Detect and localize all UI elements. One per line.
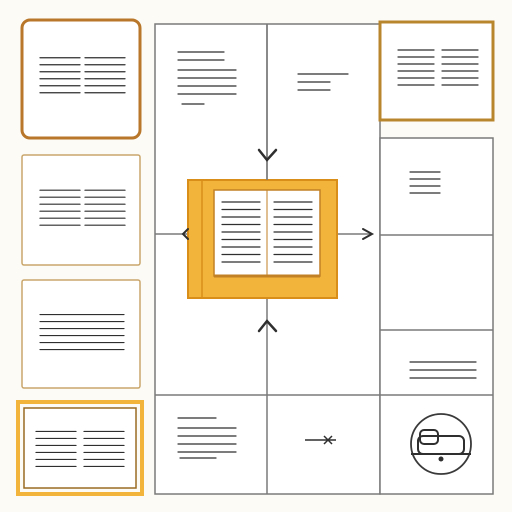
top-right-highlighted-card — [378, 20, 495, 122]
left-thumbnail-column — [16, 18, 144, 496]
bottom-connector-cross — [323, 435, 333, 445]
thumbnail-4-glow — [16, 400, 144, 496]
thumbnail-4-frame — [23, 407, 137, 489]
tray-icon-circle — [410, 413, 472, 475]
thumbnail-1-text-left — [39, 57, 81, 94]
thumbnail-2 — [21, 154, 141, 266]
top-left-text-b — [177, 69, 237, 95]
thumbnail-2-frame — [21, 154, 141, 266]
tray-icon-handle — [419, 429, 439, 445]
bottom-center-connector — [305, 435, 336, 445]
arrow-group — [181, 148, 375, 333]
thumbnail-2-text-left — [39, 189, 81, 226]
tray-icon-group — [410, 413, 472, 475]
middle-right-text — [409, 171, 441, 194]
thumbnail-3-frame — [21, 279, 141, 389]
thumbnail-4 — [16, 400, 144, 496]
thumbnail-1-text-right — [84, 57, 126, 94]
top-left-text-a — [177, 51, 225, 61]
thumbnail-4-text-right — [83, 430, 125, 468]
thumbnail-1-frame — [20, 18, 142, 140]
arrow-up-icon — [257, 319, 278, 333]
bottom-left-text-b — [177, 427, 237, 453]
thumbnail-3 — [21, 279, 141, 389]
center-card-text-left — [221, 201, 261, 263]
center-card-group — [187, 24, 338, 299]
top-center-text-b — [297, 81, 331, 91]
arrow-left-icon — [181, 228, 189, 240]
thumbnail-4-text-left — [35, 430, 77, 468]
thumbnail-3-text — [39, 313, 125, 351]
center-card-text-right — [273, 201, 313, 263]
thumbnail-1 — [20, 18, 142, 140]
top-right-card-text-right — [441, 49, 479, 86]
tray-icon-dot — [438, 456, 444, 462]
thumbnail-2-text-right — [84, 189, 126, 226]
lower-right-text — [409, 361, 477, 379]
top-right-card-text-left — [397, 49, 435, 86]
center-open-book-card — [187, 24, 338, 299]
arrow-down-icon — [257, 148, 278, 162]
tray-icon — [410, 413, 472, 475]
arrow-right-icon — [362, 228, 375, 240]
